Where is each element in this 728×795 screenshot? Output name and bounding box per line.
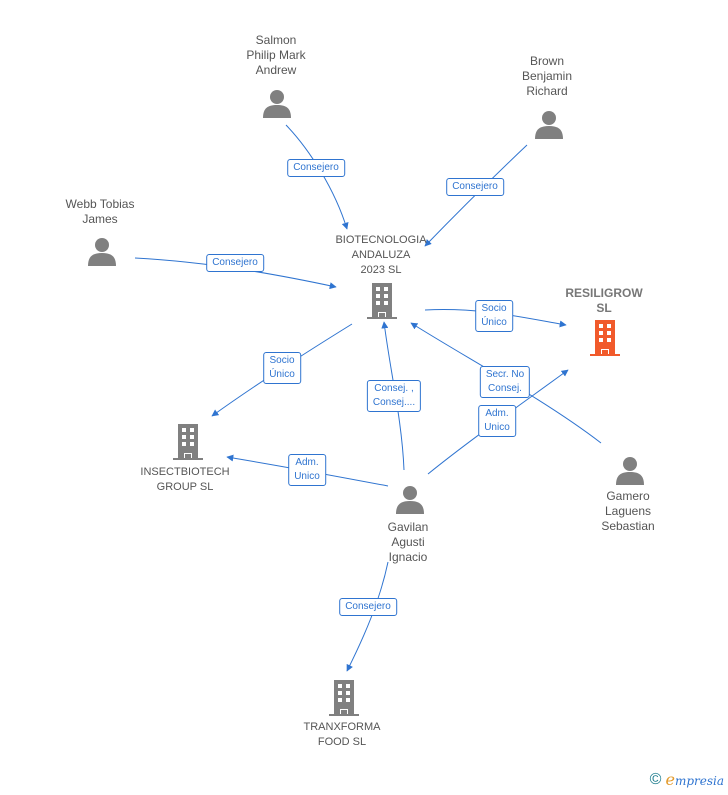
edge-label-webb-bio[interactable]: Consejero xyxy=(206,254,264,272)
node-label-webb[interactable]: Webb Tobias James xyxy=(65,197,135,226)
person-icon[interactable] xyxy=(88,238,116,266)
edge-label-gavilan-bio[interactable]: Consej. , Consej.... xyxy=(366,380,422,412)
edge-label-bio-insect[interactable]: Socio Único xyxy=(263,352,301,384)
edge-label-salmon-bio[interactable]: Consejero xyxy=(287,159,345,177)
edge-label-gavilan-tranxforma[interactable]: Consejero xyxy=(339,598,397,616)
building-icon[interactable] xyxy=(329,680,359,716)
edge-salmon-bio xyxy=(285,124,349,230)
person-icon[interactable] xyxy=(616,457,644,485)
brand-logo[interactable]: empresia xyxy=(665,770,724,789)
person-icon[interactable] xyxy=(535,111,563,139)
node-label-tranxforma[interactable]: TRANXFORMA FOOD SL xyxy=(303,721,381,748)
edge-gavilan-tranxforma xyxy=(346,561,389,672)
building-icon[interactable] xyxy=(590,320,620,356)
node-label-gamero[interactable]: Gamero Laguens Sebastian xyxy=(601,489,655,533)
node-label-insectbiotech[interactable]: INSECTBIOTECH GROUP SL xyxy=(140,466,230,493)
node-label-gavilan[interactable]: Gavilan Agusti Ignacio xyxy=(387,520,429,564)
node-label-biotecnologia[interactable]: BIOTECNOLOGIA ANDALUZA 2023 SL xyxy=(335,234,427,276)
building-icon[interactable] xyxy=(367,283,397,319)
node-label-salmon[interactable]: Salmon Philip Mark Andrew xyxy=(246,33,306,77)
person-icon[interactable] xyxy=(396,486,424,514)
footer-brand: © empresia xyxy=(650,770,724,789)
building-icon[interactable] xyxy=(173,424,203,460)
edge-label-bio-resiligrow[interactable]: Socio Único xyxy=(475,300,513,332)
person-icon[interactable] xyxy=(263,90,291,118)
edge-label-gamero-bio[interactable]: Secr. No Consej. xyxy=(479,366,531,398)
edge-brown-bio xyxy=(424,144,528,247)
node-label-resiligrow[interactable]: RESILIGROW SL xyxy=(565,286,643,315)
copyright-icon: © xyxy=(649,770,662,788)
edge-label-gavilan-insect[interactable]: Adm. Unico xyxy=(288,454,326,486)
edge-label-brown-bio[interactable]: Consejero xyxy=(446,178,504,196)
edge-label-gavilan-resiligrow[interactable]: Adm. Unico xyxy=(478,405,516,437)
node-label-brown[interactable]: Brown Benjamin Richard xyxy=(521,54,573,98)
